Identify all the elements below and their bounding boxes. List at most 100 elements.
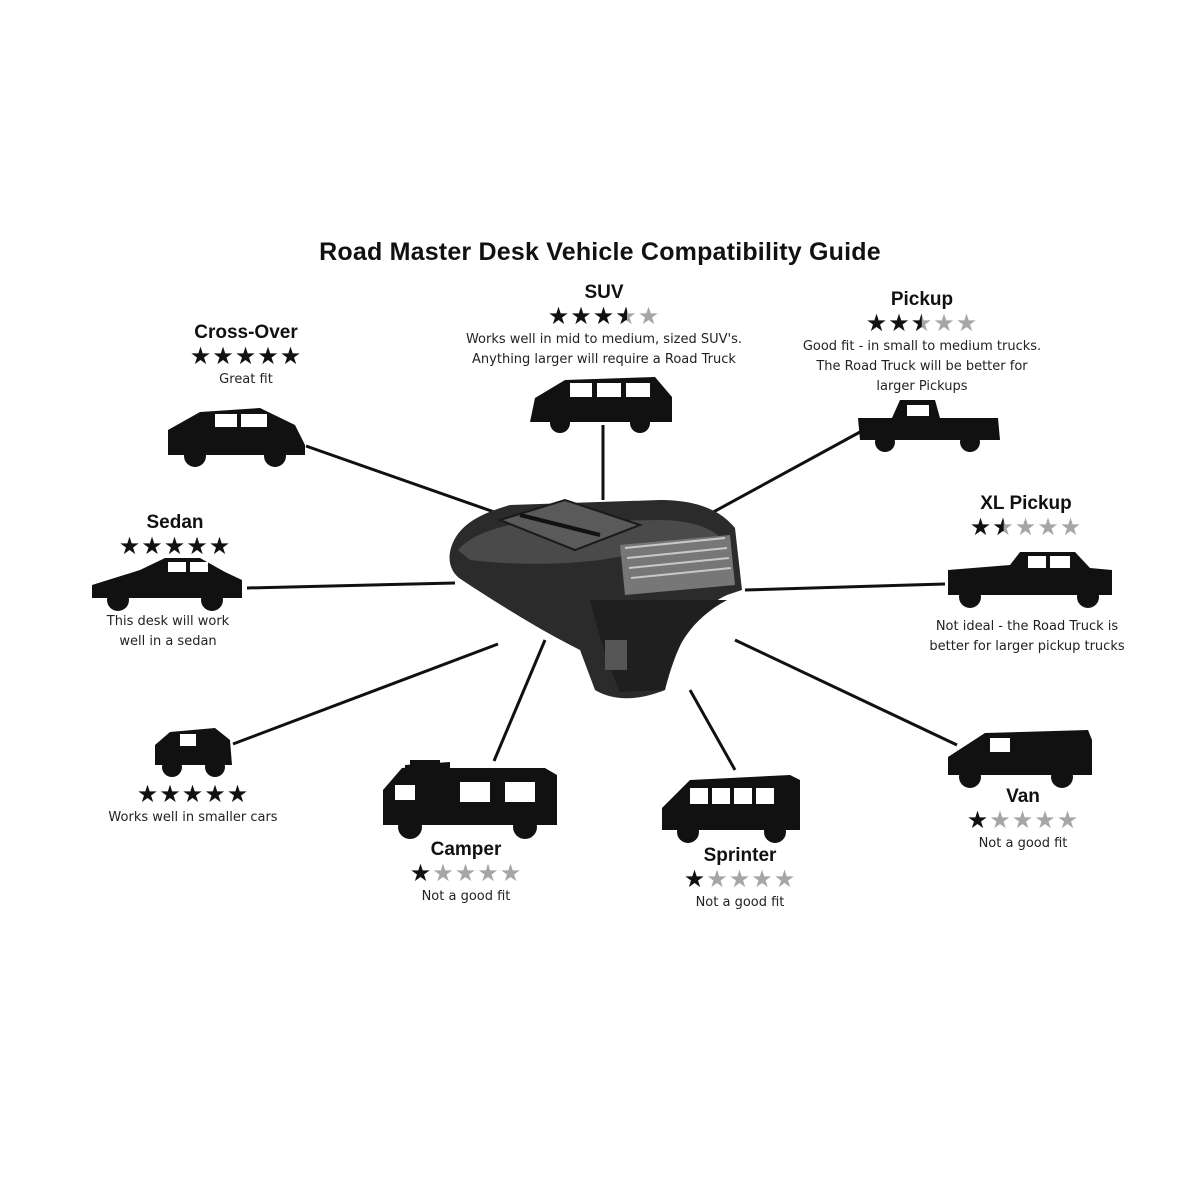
vehicle-suv: SUV ★★★★★★ Works well in mid to medium, … bbox=[466, 282, 742, 370]
description-line: Not a good fit bbox=[978, 836, 1068, 851]
star-empty-icon: ★ bbox=[773, 866, 797, 893]
star-rating: ★★★★★ bbox=[137, 782, 250, 808]
description-line: better for larger pickup trucks bbox=[929, 639, 1125, 654]
vehicle-xlpickup-header: XL Pickup ★★★★★★ bbox=[970, 493, 1083, 541]
suv-icon bbox=[530, 377, 672, 433]
star-filled-icon: ★ bbox=[888, 310, 911, 337]
description-line: Works well in mid to medium, sized SUV's… bbox=[465, 332, 743, 347]
road-master-desk-image bbox=[449, 498, 742, 699]
vehicle-description: Not a good fit bbox=[410, 887, 523, 907]
star-empty-icon: ★ bbox=[933, 310, 956, 337]
vehicle-description: Good fit - in small to medium trucks. The… bbox=[803, 337, 1041, 397]
star-filled-icon: ★ bbox=[683, 866, 707, 893]
star-empty-icon: ★ bbox=[751, 866, 774, 893]
vehicle-name: Cross-Over bbox=[194, 322, 298, 343]
star-empty-icon: ★ bbox=[1037, 514, 1060, 541]
star-half-icon: ★★ bbox=[992, 514, 1015, 541]
vehicle-sedan-header: Sedan ★★★★★ bbox=[119, 512, 232, 560]
star-empty-icon: ★ bbox=[706, 866, 729, 893]
vehicle-sprinter: Sprinter ★★★★★ Not a good fit bbox=[684, 845, 797, 913]
connector-camper bbox=[492, 639, 547, 762]
star-rating: ★★★★★ bbox=[967, 808, 1080, 834]
star-empty-icon: ★ bbox=[432, 860, 455, 887]
star-filled-icon: ★ bbox=[570, 303, 593, 330]
star-filled-icon: ★ bbox=[159, 781, 182, 808]
vehicle-description: Not a good fit bbox=[684, 893, 797, 913]
vehicle-description: Not a good fit bbox=[967, 834, 1080, 854]
connector-sedan bbox=[246, 581, 456, 590]
star-filled-icon: ★ bbox=[181, 781, 205, 808]
vehicle-name: Van bbox=[1006, 786, 1040, 807]
description-line: well in a sedan bbox=[119, 634, 217, 649]
vehicle-smallcar: ★★★★★ Works well in smaller cars bbox=[108, 782, 277, 828]
star-empty-icon: ★ bbox=[955, 310, 979, 337]
star-filled-icon: ★ bbox=[547, 303, 571, 330]
vehicle-name: XL Pickup bbox=[980, 493, 1072, 514]
star-filled-icon: ★ bbox=[118, 533, 142, 560]
description-line: Great fit bbox=[219, 372, 273, 387]
vehicle-name: Camper bbox=[430, 839, 502, 860]
connector-smallcar bbox=[232, 642, 499, 746]
star-empty-icon: ★ bbox=[1056, 807, 1080, 834]
star-rating: ★★★★★ bbox=[684, 867, 797, 893]
connector-lines bbox=[232, 425, 958, 771]
star-filled-icon: ★ bbox=[257, 343, 280, 370]
star-filled-icon: ★ bbox=[966, 807, 990, 834]
pickup-icon bbox=[858, 400, 1000, 452]
star-filled-icon: ★ bbox=[279, 343, 303, 370]
description-line: Not a good fit bbox=[421, 889, 511, 904]
connector-sprinter bbox=[688, 689, 737, 771]
vehicle-van: Van ★★★★★ Not a good fit bbox=[967, 786, 1080, 854]
vehicle-description: Great fit bbox=[190, 370, 303, 390]
vehicle-description: Works well in mid to medium, sized SUV's… bbox=[466, 330, 742, 370]
vehicle-name: Sprinter bbox=[703, 845, 777, 866]
star-filled-icon: ★ bbox=[212, 343, 235, 370]
star-filled-icon: ★ bbox=[186, 533, 209, 560]
star-filled-icon: ★ bbox=[226, 781, 250, 808]
star-rating: ★★★★★ bbox=[190, 344, 303, 370]
star-empty-icon: ★ bbox=[499, 860, 523, 887]
star-empty-icon: ★ bbox=[1034, 807, 1057, 834]
vehicle-crossover: Cross-Over ★★★★★ Great fit bbox=[190, 322, 303, 390]
description-line: Not a good fit bbox=[695, 895, 785, 910]
vehicle-name: SUV bbox=[584, 282, 624, 303]
xlpickup-icon bbox=[948, 552, 1112, 608]
star-rating: ★★★★★★ bbox=[548, 304, 661, 330]
star-half-icon: ★★ bbox=[615, 303, 638, 330]
sedan-icon bbox=[92, 558, 242, 611]
description-line: The Road Truck will be better for bbox=[816, 359, 1028, 374]
star-empty-icon: ★ bbox=[637, 303, 661, 330]
star-filled-icon: ★ bbox=[234, 343, 258, 370]
vehicle-description: Works well in smaller cars bbox=[108, 808, 277, 828]
crossover-icon bbox=[168, 408, 305, 467]
star-empty-icon: ★ bbox=[1011, 807, 1035, 834]
star-filled-icon: ★ bbox=[208, 533, 232, 560]
star-filled-icon: ★ bbox=[136, 781, 160, 808]
connector-xlpickup bbox=[744, 582, 946, 592]
star-filled-icon: ★ bbox=[189, 343, 213, 370]
sprinter-icon bbox=[662, 775, 800, 843]
star-empty-icon: ★ bbox=[454, 860, 478, 887]
description-line: larger Pickups bbox=[876, 379, 968, 394]
star-rating: ★★★★★★ bbox=[866, 311, 979, 337]
connector-van bbox=[734, 638, 958, 747]
smallcar-icon bbox=[155, 728, 232, 777]
star-rating: ★★★★★ bbox=[119, 534, 232, 560]
star-empty-icon: ★ bbox=[989, 807, 1012, 834]
star-rating: ★★★★★★ bbox=[970, 515, 1083, 541]
star-empty-icon: ★ bbox=[728, 866, 752, 893]
star-filled-icon: ★ bbox=[969, 514, 993, 541]
star-filled-icon: ★ bbox=[163, 533, 187, 560]
star-filled-icon: ★ bbox=[592, 303, 616, 330]
star-empty-icon: ★ bbox=[1014, 514, 1038, 541]
connector-crossover bbox=[305, 444, 498, 515]
van-icon bbox=[948, 730, 1092, 788]
star-half-icon: ★★ bbox=[910, 310, 934, 337]
description-line: Good fit - in small to medium trucks. bbox=[802, 339, 1042, 354]
